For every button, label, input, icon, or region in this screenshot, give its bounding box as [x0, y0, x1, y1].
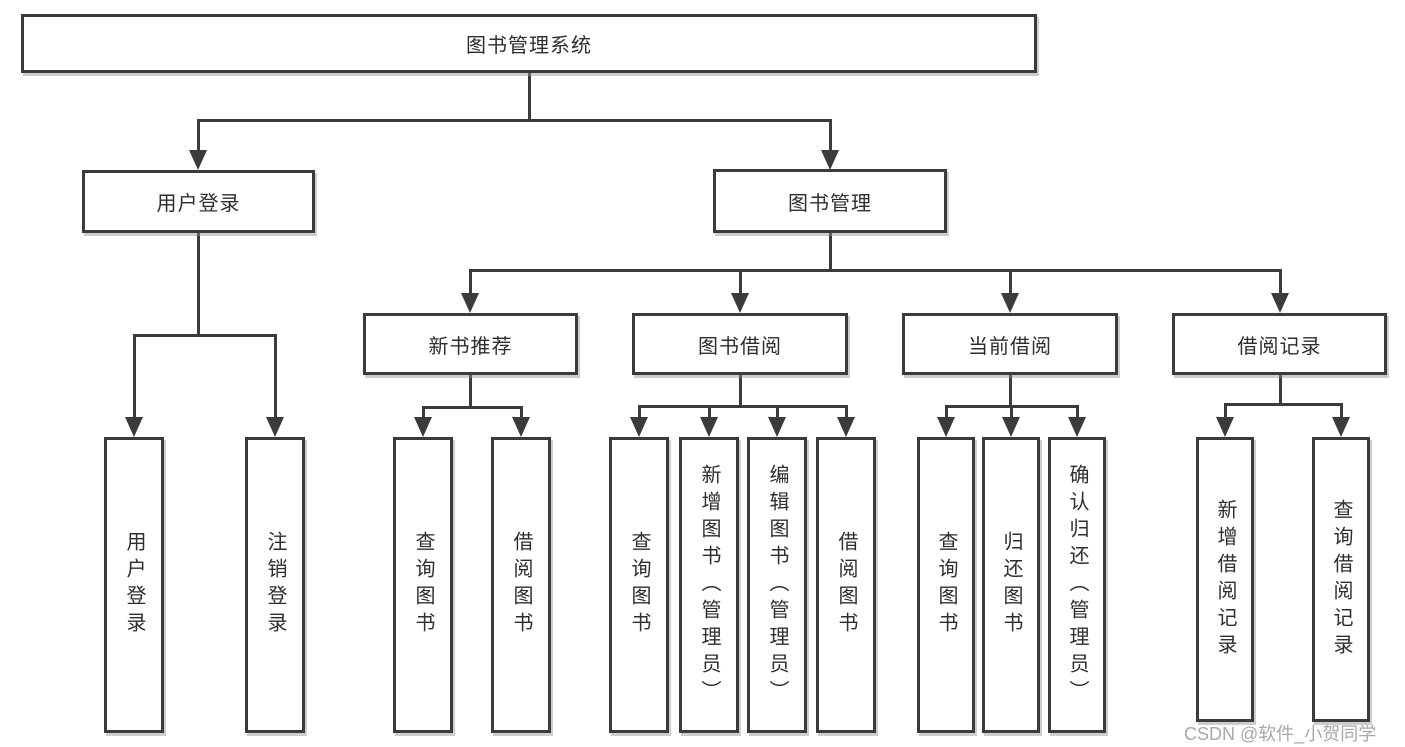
connector-line — [1278, 375, 1282, 406]
leaf-borrow-books: 借阅图书 — [816, 437, 876, 733]
connector-line — [132, 334, 136, 419]
connector-line — [1008, 269, 1012, 295]
arrow-down-icon — [414, 417, 432, 437]
connector-line — [844, 405, 848, 419]
connector-line — [707, 405, 711, 419]
connector-line — [738, 269, 742, 295]
connector-line — [1075, 405, 1079, 419]
node-current-borrow: 当前借阅 — [902, 313, 1118, 375]
arrow-down-icon — [266, 417, 284, 437]
leaf-user-login: 用户登录 — [104, 437, 164, 733]
leaf-query-books-borrow: 查询图书 — [609, 437, 669, 733]
arrow-down-icon — [512, 417, 530, 437]
connector-line — [519, 406, 523, 419]
connector-line — [944, 405, 948, 419]
connector-line — [132, 334, 277, 337]
watermark: CSDN @软件_小贺同学 — [1184, 724, 1377, 744]
connector-line — [828, 233, 832, 272]
arrow-down-icon — [630, 417, 648, 437]
connector-line — [196, 119, 200, 152]
leaf-add-borrow-record: 新增借阅记录 — [1196, 437, 1254, 722]
leaf-query-borrow-record: 查询借阅记录 — [1312, 437, 1370, 722]
connector-line — [1339, 403, 1343, 419]
connector-line — [421, 406, 523, 409]
connector-line — [1278, 269, 1282, 295]
arrow-down-icon — [125, 417, 143, 437]
arrow-down-icon — [1216, 417, 1234, 437]
arrow-down-icon — [768, 417, 786, 437]
connector-line — [273, 334, 277, 419]
arrow-down-icon — [1332, 417, 1350, 437]
node-borrow-records: 借阅记录 — [1172, 313, 1387, 375]
leaf-confirm-return-admin: 确认归还（管理员） — [1048, 437, 1106, 733]
connector-line — [828, 119, 832, 152]
node-user-login: 用户登录 — [82, 170, 315, 233]
arrow-down-icon — [1068, 417, 1086, 437]
leaf-return-books: 归还图书 — [982, 437, 1040, 733]
arrow-down-icon — [1001, 293, 1019, 313]
connector-line — [196, 119, 832, 122]
connector-line — [196, 233, 200, 337]
leaf-edit-books-admin: 编辑图书（管理员） — [747, 437, 807, 733]
leaf-query-books-recommend: 查询图书 — [393, 437, 453, 733]
connector-line — [1223, 403, 1343, 406]
arrow-down-icon — [1002, 417, 1020, 437]
leaf-add-books-admin: 新增图书（管理员） — [679, 437, 739, 733]
connector-line — [468, 269, 472, 295]
node-book-management: 图书管理 — [713, 169, 947, 233]
node-root-system: 图书管理系统 — [21, 14, 1037, 73]
connector-line — [775, 405, 779, 419]
arrow-down-icon — [837, 417, 855, 437]
arrow-down-icon — [461, 293, 479, 313]
node-new-book-recommend: 新书推荐 — [363, 313, 578, 375]
arrow-down-icon — [189, 150, 207, 170]
connector-line — [738, 375, 742, 408]
arrow-down-icon — [821, 150, 839, 170]
connector-line — [527, 73, 531, 122]
arrow-down-icon — [731, 293, 749, 313]
arrow-down-icon — [1271, 293, 1289, 313]
connector-line — [421, 406, 425, 419]
connector-line — [468, 375, 472, 409]
connector-line — [637, 405, 848, 408]
connector-line — [637, 405, 641, 419]
arrow-down-icon — [700, 417, 718, 437]
connector-line — [1009, 405, 1013, 419]
leaf-query-books-current: 查询图书 — [917, 437, 975, 733]
leaf-borrow-books-recommend: 借阅图书 — [491, 437, 551, 733]
connector-line — [1223, 403, 1227, 419]
leaf-logout: 注销登录 — [245, 437, 305, 733]
arrow-down-icon — [937, 417, 955, 437]
connector-line — [1008, 375, 1012, 408]
node-book-borrow: 图书借阅 — [632, 313, 848, 375]
connector-line — [468, 269, 1282, 272]
